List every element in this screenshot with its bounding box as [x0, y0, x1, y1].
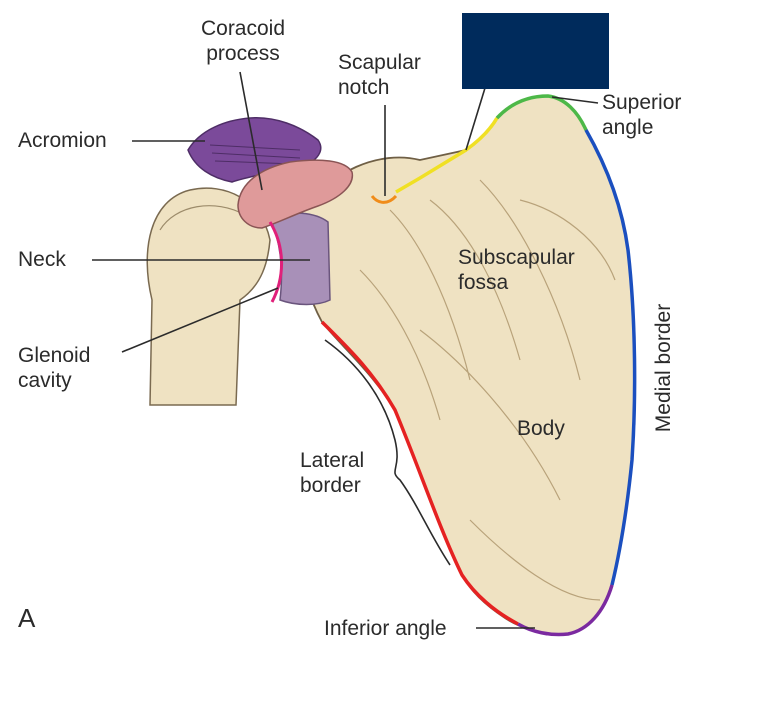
label-glenoid-cavity-line2: cavity	[18, 369, 72, 392]
label-subscapular-fossa-line2: fossa	[458, 271, 509, 294]
label-subscapular-fossa: Subscapular fossa	[458, 245, 575, 295]
label-scapular-notch-line2: notch	[338, 76, 390, 99]
label-body: Body	[517, 417, 565, 440]
fossa-texture	[359, 179, 616, 601]
label-lateral-border-line2: border	[300, 474, 361, 497]
label-subscapular-fossa-line1: Subscapular	[458, 246, 575, 269]
label-inferior-angle: Inferior angle	[324, 617, 447, 640]
label-acromion: Acromion	[18, 129, 107, 152]
label-coracoid-process-line2: process	[206, 42, 280, 65]
inferior-angle-line	[517, 584, 614, 637]
label-superior-angle: Superior angle	[602, 90, 681, 140]
figure-letter: A	[18, 603, 36, 633]
label-lateral-border: Lateral border	[300, 448, 364, 498]
label-glenoid-cavity-line1: Glenoid	[18, 344, 91, 367]
medial-border-line	[584, 129, 637, 586]
coracoid-shape	[237, 159, 354, 229]
humerus	[146, 187, 271, 406]
label-scapular-notch: Scapular notch	[338, 50, 421, 100]
leader-lines	[92, 71, 599, 629]
label-medial-border: Medial border	[652, 303, 675, 433]
label-superior-angle-line2: angle	[602, 116, 654, 139]
answer-mask-box	[462, 13, 609, 89]
humerus-head-shadow	[159, 205, 246, 231]
label-coracoid-process: Coracoid process	[188, 16, 298, 66]
label-superior-angle-line1: Superior	[602, 91, 682, 114]
scapular-notch-line	[370, 194, 398, 204]
superior-angle-line	[495, 94, 588, 131]
label-coracoid-process-line1: Coracoid	[200, 17, 286, 40]
neck-region	[268, 212, 331, 306]
label-lateral-border-line1: Lateral	[300, 449, 365, 472]
label-neck: Neck	[18, 248, 66, 271]
label-glenoid-cavity: Glenoid cavity	[18, 343, 90, 393]
lateral-border-line	[320, 320, 519, 626]
label-scapular-notch-line1: Scapular	[338, 51, 421, 74]
